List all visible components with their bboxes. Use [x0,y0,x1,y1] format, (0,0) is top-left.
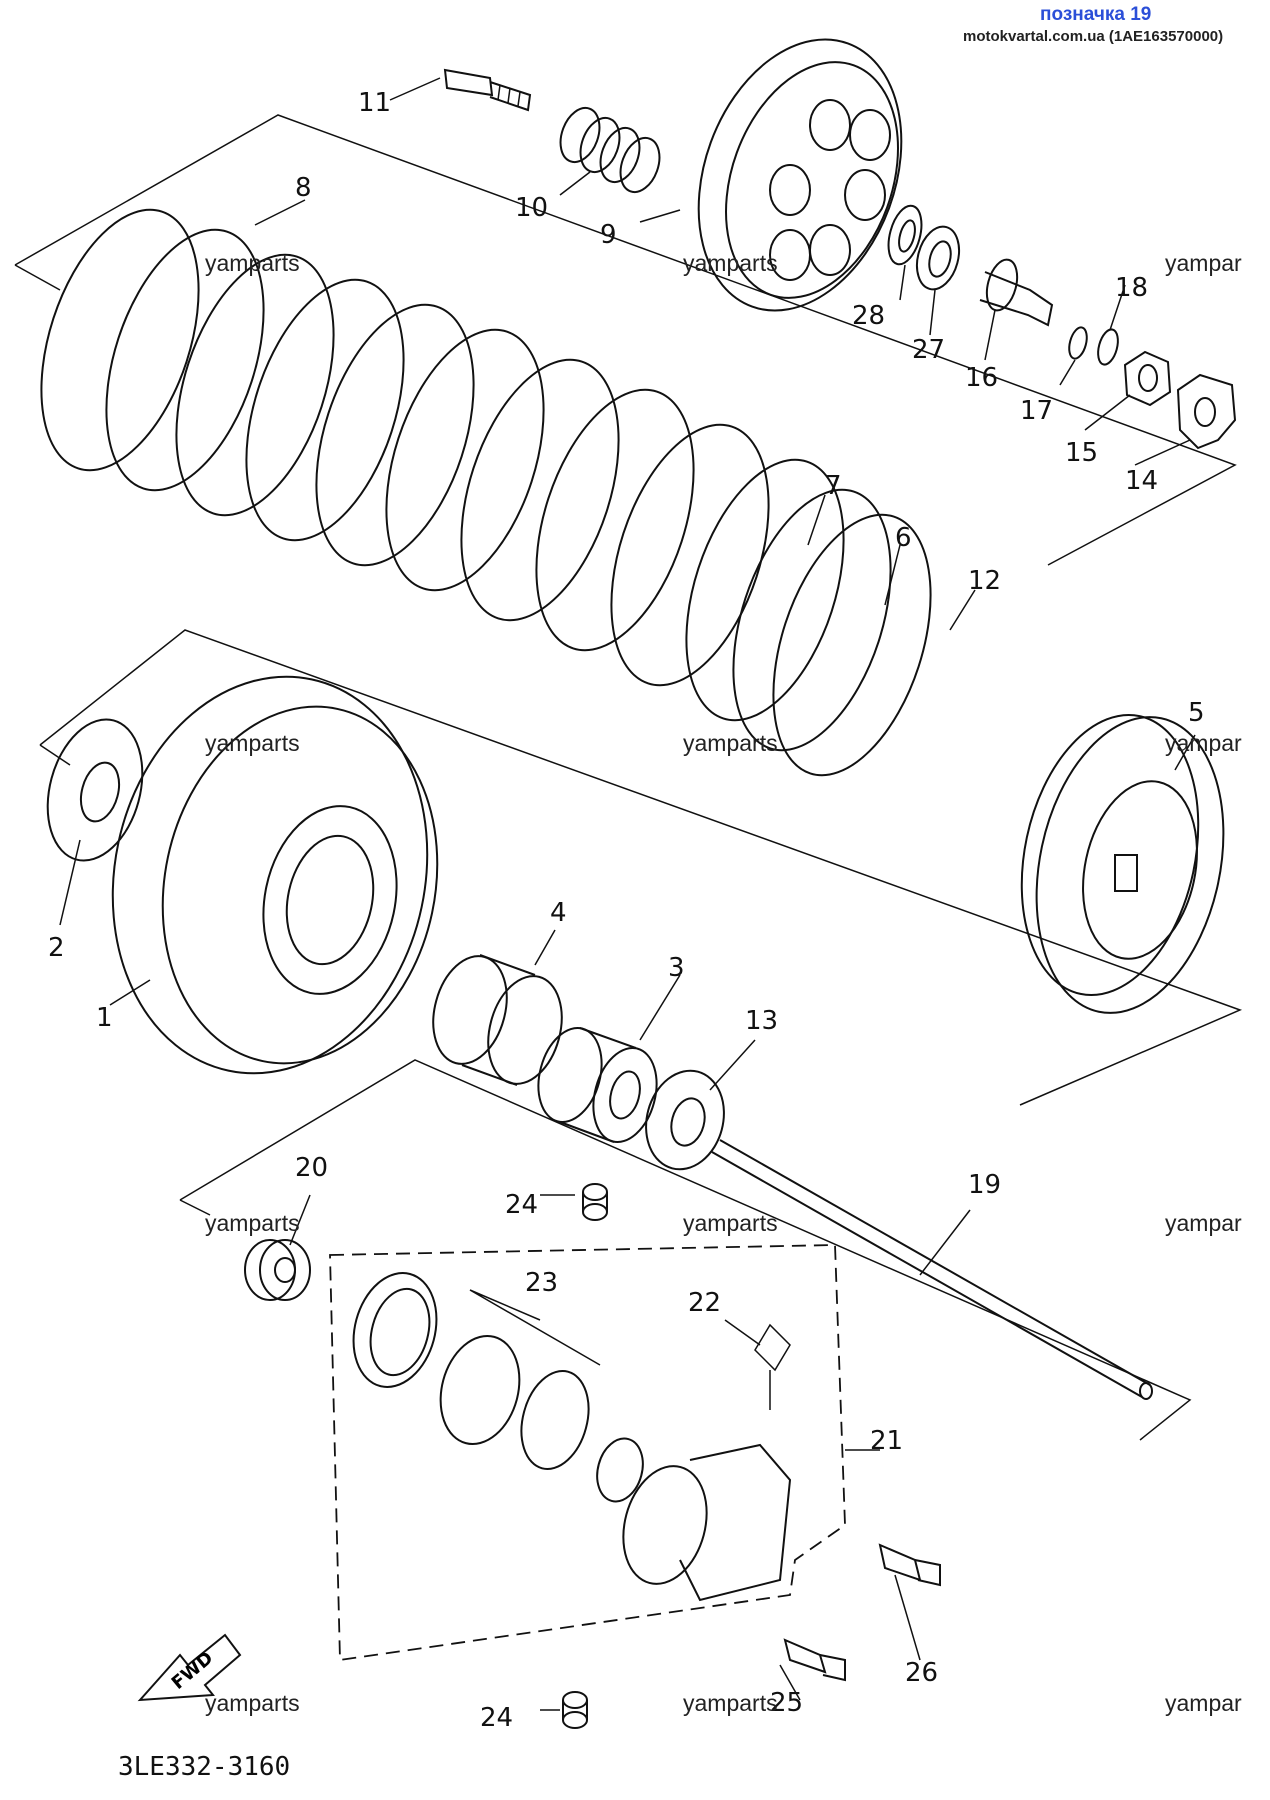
callout-10: 10 [515,193,549,223]
callout-18: 18 [1115,273,1149,303]
lock-washer-14 [1176,373,1237,450]
watermark: yamparts [683,730,778,756]
slave-cylinder-assembly-21 [329,1244,846,1662]
callout-23: 23 [525,1268,559,1298]
page-title: позначка 19 [1040,4,1152,25]
watermark: yamparts [683,1690,778,1716]
callout-7: 7 [825,471,842,501]
watermark: yamparts [683,1210,778,1236]
callout-14: 14 [1125,466,1159,496]
pressure-plate-9 [697,38,903,312]
watermark: yamparts [205,1210,300,1236]
push-rod-19 [711,1139,1153,1400]
thrust-washer-2 [46,718,144,862]
watermark: yamparts [205,730,300,756]
bolt-26 [878,1543,941,1587]
source-caption: motokvartal.com.ua (1AE163570000) [963,28,1224,45]
needle-bearing-4 [432,954,563,1086]
bolt-11 [443,68,532,112]
bolt-25 [783,1638,846,1682]
sleeve-3 [537,1026,658,1144]
callout-13: 13 [745,1006,779,1036]
part-code: 3LE332-3160 [118,1752,291,1782]
upper-assembly-outline [14,114,1237,566]
callout-4: 4 [550,898,567,928]
watermark: yampar [1165,1210,1242,1236]
callout-28: 28 [852,301,886,331]
watermark: yamparts [205,1690,300,1716]
ring-17 [1068,326,1088,360]
watermark: yamparts [205,250,300,276]
oil-seal-20 [244,1239,311,1301]
push-rod-16 [979,258,1054,327]
callout-20: 20 [295,1153,329,1183]
washer-13 [645,1069,725,1171]
callout-11: 11 [358,88,392,118]
watermark: yampar [1165,1690,1242,1716]
callout-24-bottom: 24 [480,1703,514,1733]
primary-driven-gear-1 [111,675,439,1075]
bearing-27 [915,225,961,291]
middle-assembly-outline [39,629,1243,1106]
callout-25: 25 [770,1688,804,1718]
callout-5: 5 [1188,698,1205,728]
callout-2: 2 [48,933,65,963]
ring-18 [1097,328,1119,366]
callout-6: 6 [895,523,912,553]
watermark: yamparts [683,250,778,276]
spring-10 [559,106,661,194]
leader-lines [59,77,1196,1711]
nut-15 [1123,350,1172,407]
callout-21: 21 [870,1426,904,1456]
dowel-pin-24-top [582,1183,608,1221]
fwd-label: FWD [168,1647,218,1693]
callout-8: 8 [295,173,312,203]
callout-1: 1 [96,1003,113,1033]
callout-24-top: 24 [505,1190,539,1220]
callout-16: 16 [965,363,999,393]
callout-12: 12 [968,566,1002,596]
callout-26: 26 [905,1658,939,1688]
clutch-boss-5 [1020,713,1225,1014]
callout-9: 9 [600,220,617,250]
callout-15: 15 [1065,438,1099,468]
clutch-plate-stack [40,208,932,777]
callout-17: 17 [1020,396,1054,426]
callout-22: 22 [688,1288,722,1318]
callout-19: 19 [968,1170,1002,1200]
lower-assembly-outline [179,1059,1192,1441]
washer-28 [887,204,923,266]
watermark: yampar [1165,730,1242,756]
callout-3: 3 [668,953,685,983]
watermark: yampar [1165,250,1242,276]
callout-27: 27 [912,335,946,365]
dowel-pin-24-bottom [562,1691,588,1729]
